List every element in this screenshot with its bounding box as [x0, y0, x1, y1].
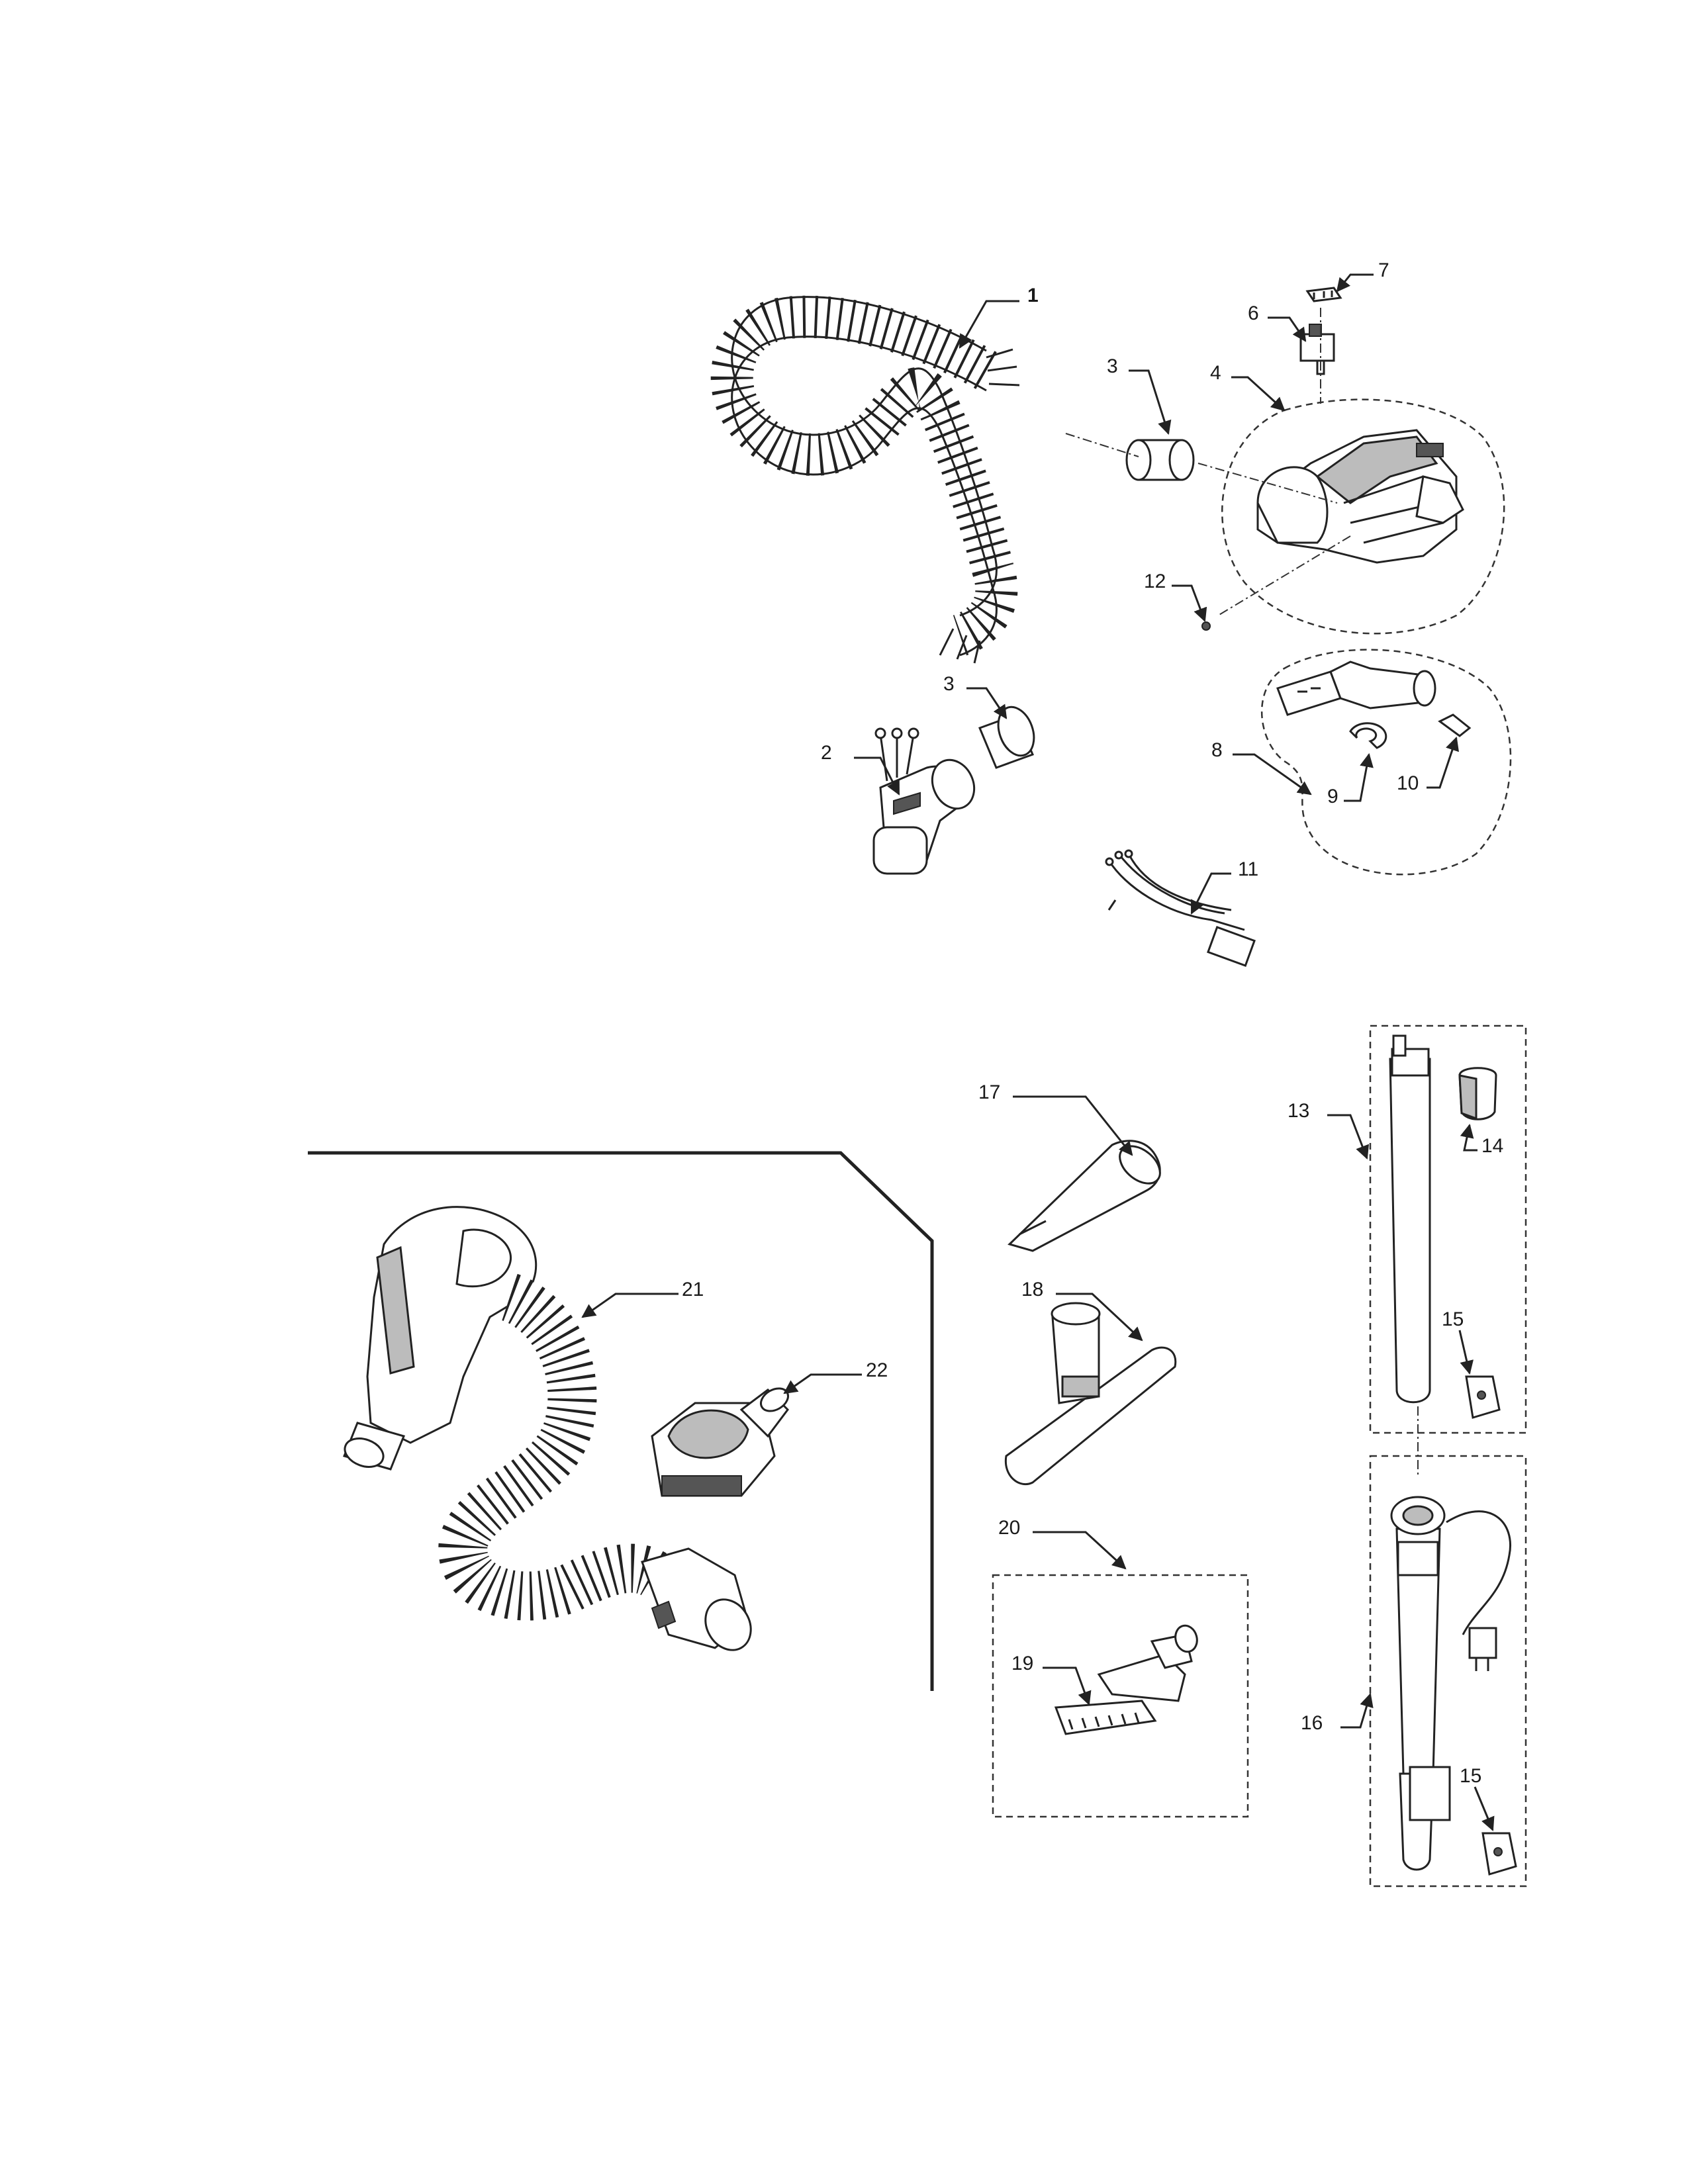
part-20-brush-kit [992, 1574, 1249, 1818]
assembly-line-12 [1217, 535, 1351, 616]
callout-11: 11 [1238, 858, 1258, 880]
part-3-cap-upper [1125, 439, 1195, 481]
part-17-crevice-tool [1008, 1140, 1161, 1252]
callout-14: 14 [1481, 1135, 1503, 1157]
part-1-hose [710, 295, 1020, 664]
callout-18: 18 [1021, 1279, 1043, 1300]
callout-1: 1 [1027, 285, 1039, 306]
callout-3-upper: 3 [1107, 355, 1118, 377]
part-4-handle-housing [1221, 398, 1505, 635]
callout-10: 10 [1397, 772, 1419, 794]
callout-9: 9 [1327, 786, 1338, 807]
part-22-turbo-brush [651, 1387, 789, 1497]
part-15-latch-lower [1481, 1832, 1517, 1876]
callout-7: 7 [1378, 259, 1389, 281]
part-10-contact [1438, 713, 1472, 737]
callout-20: 20 [998, 1517, 1020, 1539]
part-13-wand-upper [1369, 1024, 1527, 1434]
section-divider [308, 1151, 934, 1691]
callout-15-upper: 15 [1442, 1308, 1464, 1330]
part-18-upholstery-tool [1004, 1302, 1177, 1486]
part-7-switch-button [1305, 287, 1342, 302]
part-2-swivel-fitting [872, 727, 976, 875]
assembly-line-3 [1065, 433, 1139, 457]
part-11-wire-harness [1105, 849, 1256, 967]
part-19-brush-insert [1054, 1700, 1157, 1735]
part-8-connector-assembly [1261, 649, 1512, 876]
part-15-latch-upper [1465, 1375, 1501, 1419]
callout-12: 12 [1144, 570, 1166, 592]
callout-15-lower: 15 [1460, 1765, 1481, 1787]
part-12-screw [1201, 621, 1211, 631]
part-14-clip [1458, 1067, 1497, 1120]
part-9-clip-ring [1349, 722, 1387, 749]
callout-leaders [581, 273, 1495, 1831]
callout-2: 2 [821, 742, 832, 764]
assembly-line-4 [1197, 463, 1338, 504]
part-3-cap-lower [978, 705, 1035, 769]
callout-labels: 1 2 3 3 4 6 7 8 9 10 11 12 13 14 15 15 1… [682, 259, 1503, 1787]
callout-21: 21 [682, 1279, 704, 1300]
callout-22: 22 [866, 1359, 888, 1381]
callout-8: 8 [1211, 739, 1223, 761]
callout-16: 16 [1301, 1712, 1323, 1734]
part-6-switch [1299, 324, 1335, 375]
part-21-handle-and-hose [342, 1206, 752, 1651]
callout-13: 13 [1288, 1100, 1309, 1122]
callout-17: 17 [978, 1081, 1000, 1103]
callout-6: 6 [1248, 302, 1259, 324]
callout-4: 4 [1210, 362, 1221, 384]
part-16-wand-lower [1369, 1455, 1527, 1888]
callout-3-lower: 3 [943, 673, 955, 695]
callout-19: 19 [1011, 1653, 1033, 1674]
